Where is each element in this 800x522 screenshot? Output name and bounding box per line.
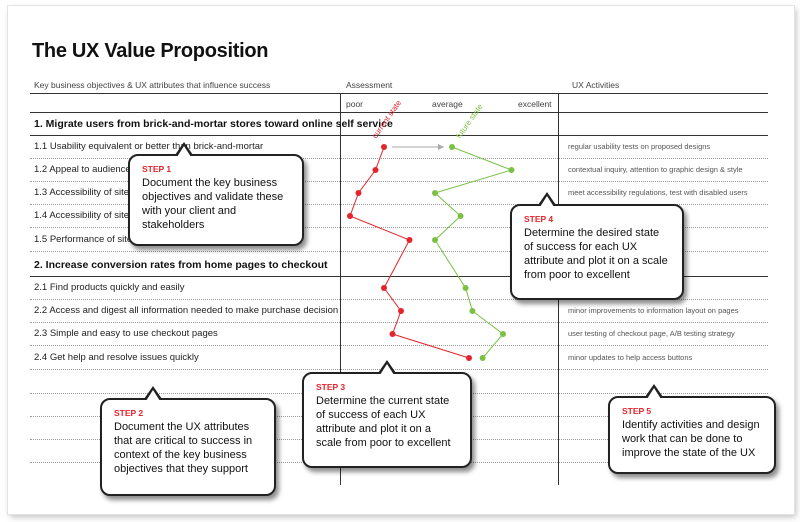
current-state-point-2.2 (398, 308, 404, 314)
step-2-callout: STEP 2 Document the UX attributes that a… (100, 398, 276, 496)
row-divider (30, 276, 768, 277)
ux-activity: meet accessibility regulations, test wit… (568, 188, 748, 197)
step-1-pointer-fill (177, 146, 191, 157)
section-heading: 2. Increase conversion rates from home p… (34, 259, 328, 271)
attribute-label: 2.4 Get help and resolve issues quickly (34, 352, 199, 363)
step-1-text: Document the key business objectives and… (142, 177, 284, 231)
current-state-point-2.3 (389, 331, 396, 337)
step-3-label: STEP 3 (316, 382, 346, 392)
page-title: The UX Value Proposition (32, 40, 269, 62)
header-rule-bottom (30, 112, 768, 113)
step-2-label: STEP 2 (114, 408, 144, 418)
row-divider (30, 158, 768, 159)
ux-activity: minor improvements to information layout… (568, 306, 739, 315)
future-state-point-1.4 (457, 213, 464, 219)
scale-average-label: average (432, 99, 463, 109)
future-state-point-2.3 (500, 331, 506, 337)
attribute-label: 1.4 Accessibility of site on m (34, 210, 153, 221)
current-state-label: current state (370, 98, 403, 140)
attribute-label: 1.1 Usability equivalent or better than … (34, 141, 264, 152)
step-1-callout: STEP 1 Document the key business objecti… (128, 154, 304, 246)
current-state-point-1.1 (381, 144, 387, 150)
step-5-callout: STEP 5 Identify activities and design wo… (608, 396, 776, 474)
step-5-text: Identify activities and design work that… (622, 419, 760, 459)
header-rule-top (30, 93, 768, 94)
improvement-arrow-head (438, 144, 444, 150)
current-state-point-1.3 (355, 190, 362, 196)
current-state-point-1.5 (406, 237, 413, 243)
row-divider (30, 369, 768, 370)
future-state-line (434, 146, 514, 359)
attribute-label: 1.2 Appeal to audiences cu (34, 164, 149, 175)
row-divider (30, 204, 768, 205)
step-4-label: STEP 4 (524, 214, 554, 224)
ux-activity: minor updates to help access buttons (568, 353, 693, 362)
ux-activity: user testing of checkout page, A/B testi… (568, 329, 735, 338)
future-state-label: future state (454, 102, 485, 140)
future-state-point-2.4 (479, 355, 486, 361)
current-state-point-1.4 (347, 213, 353, 219)
attribute-label: 2.2 Access and digest all information ne… (34, 305, 339, 316)
ux-activity: contextual inquiry, attention to graphic… (568, 165, 743, 174)
future-state-point-1.5 (432, 237, 438, 243)
attribute-label: 1.5 Performance of site mu (34, 234, 149, 245)
row-divider (30, 227, 768, 228)
ux-activity: regular usability tests on proposed desi… (568, 142, 711, 151)
current-state-point-1.2 (372, 167, 379, 173)
future-state-point-1.1 (449, 144, 455, 150)
scale-excellent-label: excellent (518, 99, 552, 109)
activities-column-header: UX Activities (572, 80, 620, 90)
section-heading: 1. Migrate users from brick-and-mortar s… (34, 118, 393, 130)
future-state-point-1.2 (508, 167, 515, 173)
current-state-point-2.4 (466, 355, 472, 361)
assessment-column-header: Assessment (346, 80, 393, 90)
step-2-pointer-fill (146, 390, 160, 401)
current-state-line (349, 146, 470, 359)
row-divider (30, 299, 768, 300)
step-4-callout: STEP 4 Determine the desired state of su… (510, 204, 684, 300)
step-4-pointer-fill (540, 196, 554, 207)
future-state-point-2.1 (462, 285, 469, 291)
scale-poor-label: poor (346, 99, 364, 109)
step-1-label: STEP 1 (142, 164, 172, 174)
row-divider (30, 345, 768, 346)
row-divider (30, 135, 768, 136)
row-divider (30, 251, 768, 252)
attribute-label: 2.3 Simple and easy to use checkout page… (34, 328, 218, 339)
step-5-pointer-fill (647, 388, 661, 399)
future-state-point-2.2 (469, 308, 476, 314)
step-2-text: Document the UX attributes that are crit… (114, 421, 253, 475)
step-3-text: Determine the current state of success o… (316, 395, 451, 449)
step-3-pointer-fill (380, 364, 394, 375)
row-divider (30, 322, 768, 323)
attribute-label: 1.3 Accessibility of site for c (34, 187, 151, 198)
step-5-label: STEP 5 (622, 406, 652, 416)
step-3-callout: STEP 3 Determine the current state of su… (302, 372, 472, 468)
current-state-point-2.1 (381, 285, 387, 291)
objectives-column-header: Key business objectives & UX attributes … (34, 80, 271, 90)
future-state-point-1.3 (432, 190, 438, 196)
attribute-label: 2.1 Find products quickly and easily (34, 282, 185, 293)
row-divider (30, 181, 768, 182)
step-4-text: Determine the desired state of success f… (524, 227, 668, 281)
assessment-left-divider (340, 93, 341, 485)
